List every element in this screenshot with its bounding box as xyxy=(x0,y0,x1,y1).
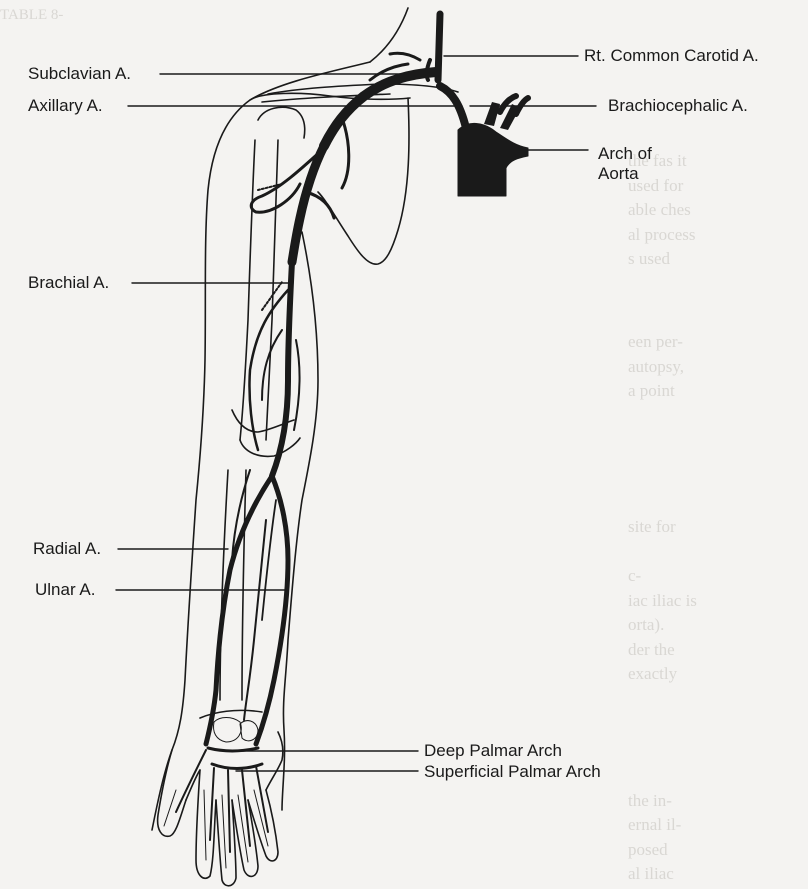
label-superficial-palmar-arch: Superficial Palmar Arch xyxy=(424,762,601,782)
radial-artery xyxy=(206,476,272,744)
arch-of-aorta-shape xyxy=(458,123,528,196)
label-subclavian: Subclavian A. xyxy=(28,64,131,84)
label-axillary: Axillary A. xyxy=(28,96,103,116)
label-arch-of-line2: Aorta xyxy=(598,164,652,184)
label-brachial: Brachial A. xyxy=(28,273,109,293)
label-arch-of-line1: Arch of xyxy=(598,144,652,164)
label-rt-common-carotid: Rt. Common Carotid A. xyxy=(584,46,759,66)
label-arch-of-aorta: Arch of Aorta xyxy=(598,144,652,184)
brachiocephalic-artery xyxy=(440,86,466,128)
label-brachiocephalic: Brachiocephalic A. xyxy=(608,96,748,116)
subclavian-artery xyxy=(324,72,436,146)
label-deep-palmar-arch: Deep Palmar Arch xyxy=(424,741,562,761)
brachial-artery xyxy=(272,262,292,476)
superficial-palmar-arch xyxy=(212,764,262,769)
arm-outline xyxy=(152,8,458,886)
label-ulnar: Ulnar A. xyxy=(35,580,95,600)
label-radial: Radial A. xyxy=(33,539,101,559)
leader-lines xyxy=(116,56,596,771)
